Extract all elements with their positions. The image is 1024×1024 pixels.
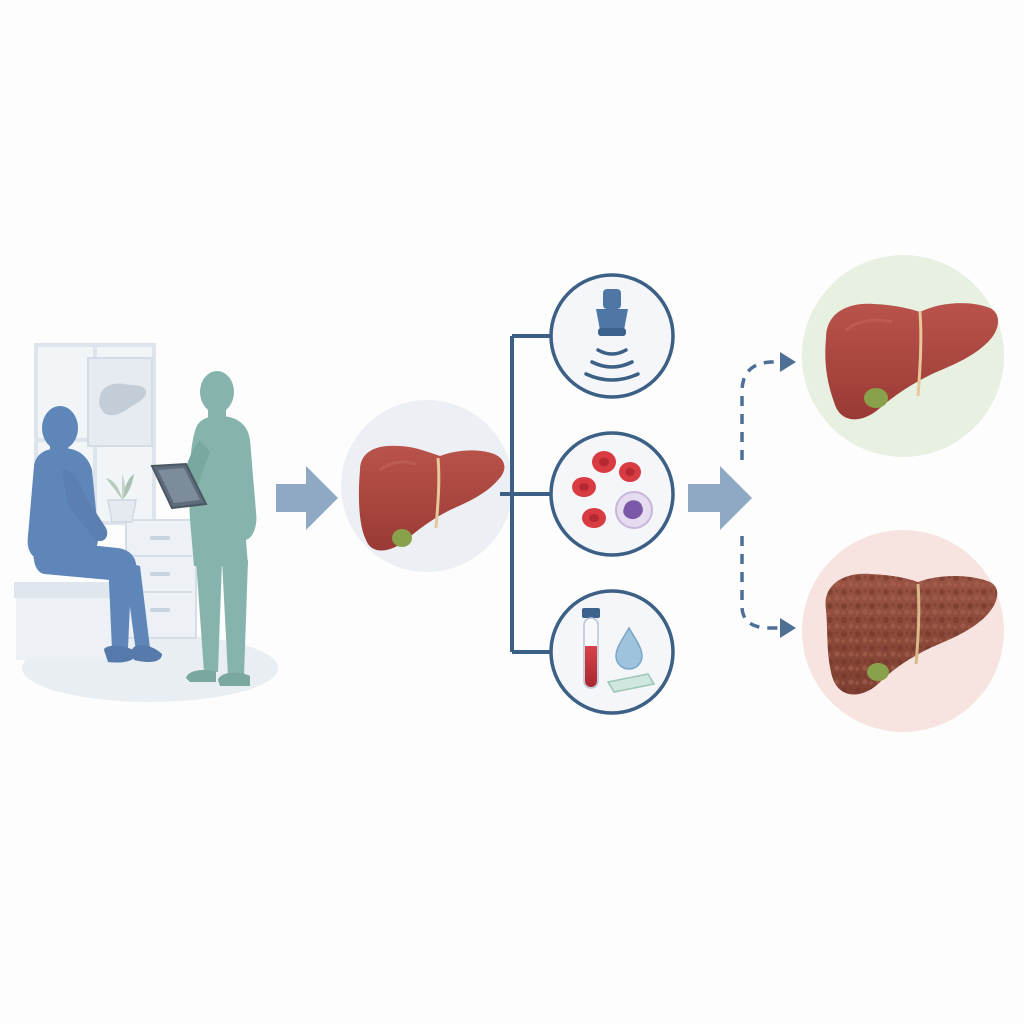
red-blood-cell-icon xyxy=(572,451,641,528)
wall-liver-poster xyxy=(87,357,153,447)
flow-arrow-1 xyxy=(276,466,338,530)
blood-cells-test xyxy=(549,431,675,557)
healthy-liver-icon xyxy=(825,303,999,420)
liver-icon xyxy=(358,445,505,551)
gallbladder-icon xyxy=(867,663,889,681)
liver-assessment xyxy=(341,400,513,572)
patient-figure xyxy=(27,406,162,663)
arrowhead-healthy xyxy=(780,352,796,372)
healthy-liver-outcome xyxy=(802,255,1004,457)
ultrasound-test xyxy=(549,273,675,399)
glass-slide-icon xyxy=(606,673,656,693)
test-tube-icon xyxy=(582,608,600,689)
outcome-arrows xyxy=(740,360,782,630)
branch-connector xyxy=(500,334,552,654)
cirrhotic-liver-icon xyxy=(825,573,998,695)
white-blood-cell-icon xyxy=(615,491,653,529)
flow-arrow-2 xyxy=(688,466,752,530)
blood-sample-test xyxy=(549,589,675,715)
droplet-icon xyxy=(615,626,643,670)
tablet-icon xyxy=(150,462,208,510)
gallbladder-icon xyxy=(864,388,888,408)
potted-plant-icon xyxy=(106,474,137,523)
ultrasound-probe-icon xyxy=(596,289,628,336)
gallbladder-icon xyxy=(392,529,412,547)
consultation-scene xyxy=(14,343,278,702)
cirrhotic-liver-outcome xyxy=(802,530,1004,732)
sound-wave-icon xyxy=(584,348,640,382)
arrowhead-cirrhotic xyxy=(780,618,796,638)
